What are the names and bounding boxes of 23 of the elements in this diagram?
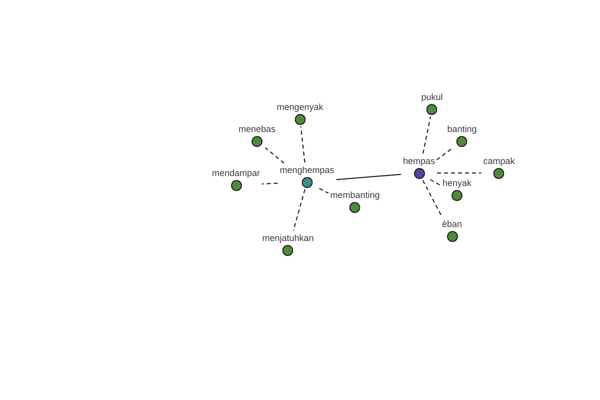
node-label: banting: [447, 124, 477, 134]
node-label: mengenyak: [276, 102, 324, 112]
dashed-connector: [262, 182, 278, 184]
node-label: menjatuhkan: [262, 232, 314, 244]
dashed-connector: [422, 180, 442, 218]
node-label: menghempas: [280, 164, 334, 176]
node-label: hempas: [402, 156, 436, 166]
dashed-connector: [436, 172, 482, 174]
node-label: henyak: [442, 178, 472, 188]
dashed-connector: [430, 179, 442, 186]
node-label: pukul: [421, 92, 443, 102]
node-label: membanting: [330, 190, 380, 200]
dashed-connector: [436, 147, 454, 160]
node-label: campak: [483, 156, 515, 166]
dashed-connector: [292, 188, 306, 232]
node-label: mendampar: [212, 168, 260, 178]
node-label: èban: [442, 218, 462, 230]
dashed-connector: [264, 147, 285, 164]
dashed-connector: [422, 116, 431, 154]
dashed-connector: [318, 188, 329, 194]
node-label: menebas: [238, 124, 276, 134]
connector-line: [336, 174, 402, 180]
dashed-connector: [300, 126, 306, 163]
